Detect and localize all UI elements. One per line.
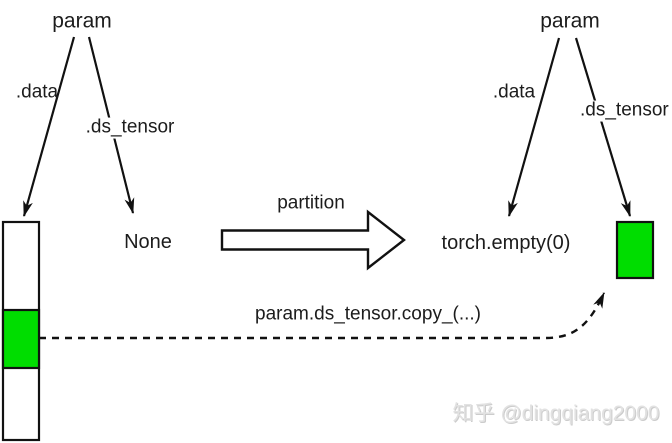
copy-call-label: param.ds_tensor.copy_(...) [255,303,481,325]
partition-block-arrow-icon [220,209,406,271]
watermark-text: 知乎 @dingqiang2000 [452,402,660,425]
right-data-value: torch.empty(0) [441,232,571,254]
left-ds-tensor-value: None [124,231,172,253]
left-ds-tensor-edge-label: .ds_tensor [83,116,177,139]
right-param-to-ds-tensor-arrow [574,37,632,217]
left-param-to-data-arrow [22,36,76,217]
left-param-label: param [52,9,112,33]
dashed-copy-arrow [39,292,606,340]
right-data-edge-label: .data [492,81,536,103]
right-param-label: param [540,9,600,33]
left-data-edge-label: .data [15,81,59,103]
right-ds-tensor-block [615,220,655,280]
right-param-to-data-arrow [507,37,561,217]
partition-label: partition [277,192,345,214]
left-tensor-partition-segment [1,308,41,370]
right-ds-tensor-edge-label: .ds_tensor [578,99,671,122]
